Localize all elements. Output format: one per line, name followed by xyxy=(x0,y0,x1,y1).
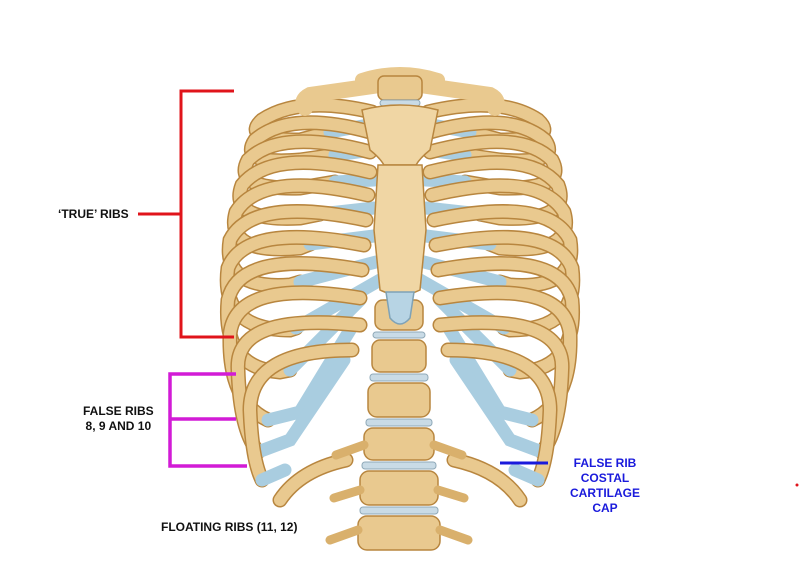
rib-bone xyxy=(223,205,372,292)
stray-dot xyxy=(795,483,799,487)
floating-ribs-label: FLOATING RIBS (11, 12) xyxy=(161,520,298,534)
rib-bone xyxy=(243,344,358,486)
rib-bone xyxy=(432,257,579,379)
false-ribs-bracket xyxy=(168,372,247,468)
rib-bone xyxy=(442,344,557,486)
costal-cartilage xyxy=(508,463,545,487)
true-ribs-label: ‘TRUE’ RIBS xyxy=(58,207,129,221)
ribs-left xyxy=(219,97,387,508)
intervertebral-disc xyxy=(361,461,437,470)
sternal-body xyxy=(373,164,427,296)
costal-cartilage xyxy=(255,463,292,487)
sternum xyxy=(361,104,439,325)
rib-bone xyxy=(426,179,572,255)
vertebra xyxy=(359,470,439,506)
vertebra xyxy=(357,515,441,551)
intervertebral-disc xyxy=(369,373,429,382)
costal-cartilage xyxy=(328,173,381,189)
false-rib-cap-label: FALSE RIB COSTAL CARTILAGE CAP xyxy=(570,456,640,515)
costal-cartilage xyxy=(419,173,472,189)
transverse-process xyxy=(325,440,473,545)
vertebral-column xyxy=(325,299,473,551)
first-thoracic-vertebra xyxy=(377,75,423,101)
vertebra xyxy=(363,427,435,461)
rib-bone xyxy=(221,257,368,379)
clavicles xyxy=(295,67,505,116)
vertebra xyxy=(367,382,431,418)
true-ribs-bracket xyxy=(138,89,234,339)
rib-bone xyxy=(428,205,577,292)
costal-cartilage xyxy=(251,353,351,459)
costal-cartilage xyxy=(449,353,549,459)
rib-bone xyxy=(228,179,374,255)
intervertebral-disc xyxy=(359,506,439,515)
manubrium xyxy=(361,104,439,166)
ribs-right xyxy=(413,97,581,508)
rib-bone xyxy=(274,454,352,506)
false-ribs-label: FALSE RIBS 8, 9 AND 10 xyxy=(83,404,154,433)
intervertebral-disc xyxy=(365,418,433,427)
xiphoid-process xyxy=(385,291,415,325)
vertebra xyxy=(371,339,427,373)
rib-bone xyxy=(448,454,526,506)
intervertebral-disc xyxy=(372,331,426,339)
